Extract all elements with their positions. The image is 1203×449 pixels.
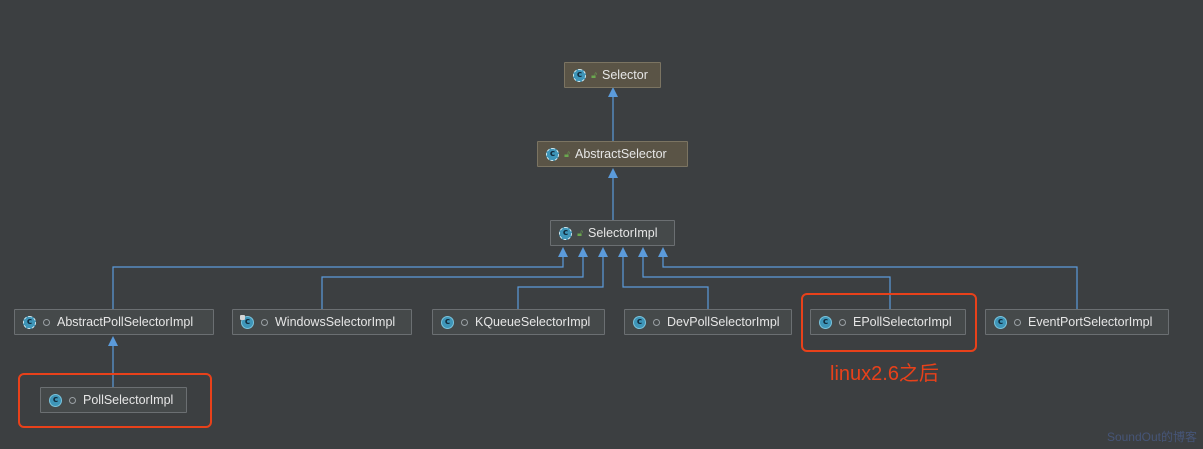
node-label: AbstractPollSelectorImpl (57, 315, 194, 329)
poll-highlight-box (18, 373, 212, 428)
node-label: KQueueSelectorImpl (475, 315, 591, 329)
edge-abstractpoll-to-selectorimpl (112, 256, 564, 309)
node-label: EventPortSelectorImpl (1028, 315, 1153, 329)
class-icon: c (994, 315, 1007, 329)
package-private-icon (43, 318, 50, 326)
lock-icon: 🔓︎ (564, 148, 570, 159)
epoll-annotation: linux2.6之后 (830, 363, 939, 385)
class-icon: c (240, 314, 254, 329)
edge-windows-to-selectorimpl (321, 256, 584, 309)
arrowhead-selector (608, 87, 618, 97)
node-selector-impl[interactable]: c 🔓︎ SelectorImpl (550, 220, 675, 246)
node-label: AbstractSelector (575, 147, 667, 161)
node-epoll-selector-impl[interactable]: c EPollSelectorImpl (810, 309, 966, 335)
class-icon: c (819, 315, 832, 329)
arrowhead-abstractpollselectorimpl (108, 336, 118, 346)
node-label: EPollSelectorImpl (853, 315, 952, 329)
lock-icon: 🔓︎ (591, 69, 597, 80)
abstract-class-icon: c (546, 147, 559, 161)
abstract-class-icon: c (559, 226, 572, 240)
edge-kqueue-to-selectorimpl (517, 256, 604, 309)
package-private-icon (261, 318, 268, 326)
arrowhead-selectorimpl-kqueue (598, 247, 608, 257)
package-private-icon (653, 318, 660, 326)
node-devpoll-selector-impl[interactable]: c DevPollSelectorImpl (624, 309, 792, 335)
lock-icon: 🔓︎ (577, 227, 583, 238)
arrowhead-selectorimpl-eventport (658, 247, 668, 257)
node-label: DevPollSelectorImpl (667, 315, 780, 329)
node-eventport-selector-impl[interactable]: c EventPortSelectorImpl (985, 309, 1169, 335)
class-icon: c (633, 315, 646, 329)
arrowhead-selectorimpl-windows (578, 247, 588, 257)
node-selector[interactable]: c 🔓︎ Selector (564, 62, 661, 88)
class-icon: c (441, 315, 454, 329)
package-private-icon (1014, 318, 1021, 326)
edge-devpoll-to-selectorimpl (622, 256, 709, 309)
node-label: WindowsSelectorImpl (275, 315, 396, 329)
abstract-class-icon: c (573, 68, 586, 82)
arrowhead-abstractselector (608, 168, 618, 178)
node-kqueue-selector-impl[interactable]: c KQueueSelectorImpl (432, 309, 605, 335)
epoll-highlight-box (801, 293, 977, 352)
abstract-class-icon: c (23, 315, 36, 329)
node-poll-selector-impl[interactable]: c PollSelectorImpl (40, 387, 187, 413)
node-windows-selector-impl[interactable]: c WindowsSelectorImpl (232, 309, 412, 335)
node-label: Selector (602, 68, 648, 82)
node-abstract-selector[interactable]: c 🔓︎ AbstractSelector (537, 141, 688, 167)
package-private-icon (461, 318, 468, 326)
arrowhead-selectorimpl-epoll (638, 247, 648, 257)
package-private-icon (839, 318, 846, 326)
package-private-icon (69, 396, 76, 404)
watermark: SoundOut的博客 (1106, 430, 1197, 444)
class-icon: c (49, 393, 62, 407)
node-abstract-poll-selector-impl[interactable]: c AbstractPollSelectorImpl (14, 309, 214, 335)
node-label: SelectorImpl (588, 226, 658, 240)
edge-eventport-to-selectorimpl (662, 256, 1078, 309)
arrowhead-selectorimpl-devpoll (618, 247, 628, 257)
node-label: PollSelectorImpl (83, 393, 174, 407)
arrowhead-selectorimpl-abstractpoll (558, 247, 568, 257)
